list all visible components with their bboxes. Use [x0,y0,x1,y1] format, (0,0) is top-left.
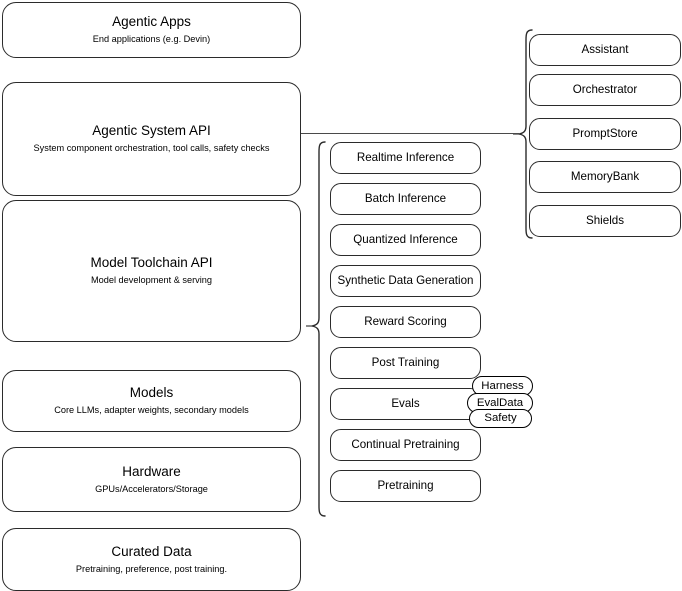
component-label: Assistant [581,43,629,56]
layer-title: Model Toolchain API [90,255,213,270]
component-label: MemoryBank [570,170,640,183]
capability-label: Reward Scoring [364,315,447,328]
capability-box-evals[interactable]: Evals [330,388,481,420]
component-label: PromptStore [572,127,638,140]
bracket-system-components [513,28,533,242]
capability-label: Realtime Inference [356,151,455,164]
capability-box-pretraining[interactable]: Pretraining [330,470,481,502]
capability-label: Quantized Inference [353,233,458,246]
eval-pill-label: Harness [481,379,524,392]
layer-subtitle: Model development & serving [90,275,213,285]
layer-subtitle: End applications (e.g. Devin) [92,34,211,44]
layer-box-curated-data[interactable]: Curated Data Pretraining, preference, po… [2,528,301,591]
capability-box-realtime-inference[interactable]: Realtime Inference [330,142,481,174]
layer-box-model-toolchain-api[interactable]: Model Toolchain API Model development & … [2,200,301,342]
capability-label: Synthetic Data Generation [337,274,474,287]
capability-box-continual-pretraining[interactable]: Continual Pretraining [330,429,481,461]
layer-box-agentic-apps[interactable]: Agentic Apps End applications (e.g. Devi… [2,2,301,58]
capability-box-synthetic-data-generation[interactable]: Synthetic Data Generation [330,265,481,297]
capability-label: Batch Inference [364,192,447,205]
capability-box-post-training[interactable]: Post Training [330,347,481,379]
layer-title: Agentic Apps [112,14,191,29]
component-box-orchestrator[interactable]: Orchestrator [529,74,681,106]
layer-box-models[interactable]: Models Core LLMs, adapter weights, secon… [2,370,301,432]
component-box-shields[interactable]: Shields [529,205,681,237]
layer-subtitle: System component orchestration, tool cal… [33,143,270,153]
eval-pill-label: Safety [484,412,517,424]
layer-title: Curated Data [111,543,192,559]
eval-pill-safety[interactable]: Safety [469,409,532,428]
connector-line-system-api-to-components [301,133,519,134]
capability-label: Post Training [371,356,440,369]
layer-box-hardware[interactable]: Hardware GPUs/Accelerators/Storage [2,447,301,512]
capability-label: Evals [391,397,420,410]
layer-subtitle: Core LLMs, adapter weights, secondary mo… [54,405,249,415]
layer-title: Agentic System API [92,123,211,138]
component-box-promptstore[interactable]: PromptStore [529,118,681,150]
capability-box-reward-scoring[interactable]: Reward Scoring [330,306,481,338]
component-label: Shields [585,214,625,227]
component-box-assistant[interactable]: Assistant [529,34,681,66]
layer-subtitle: Pretraining, preference, post training. [75,563,228,574]
component-box-memorybank[interactable]: MemoryBank [529,161,681,193]
layer-title: Models [129,385,174,400]
eval-pill-label: EvalData [476,396,524,409]
layer-box-agentic-system-api[interactable]: Agentic System API System component orch… [2,82,301,196]
layer-subtitle: GPUs/Accelerators/Storage [95,483,208,494]
component-label: Orchestrator [572,83,638,96]
capability-box-quantized-inference[interactable]: Quantized Inference [330,224,481,256]
capability-label: Pretraining [377,479,434,492]
capability-box-batch-inference[interactable]: Batch Inference [330,183,481,215]
layer-title: Hardware [122,463,181,479]
capability-label: Continual Pretraining [351,438,460,451]
bracket-toolchain-capabilities [306,140,326,518]
